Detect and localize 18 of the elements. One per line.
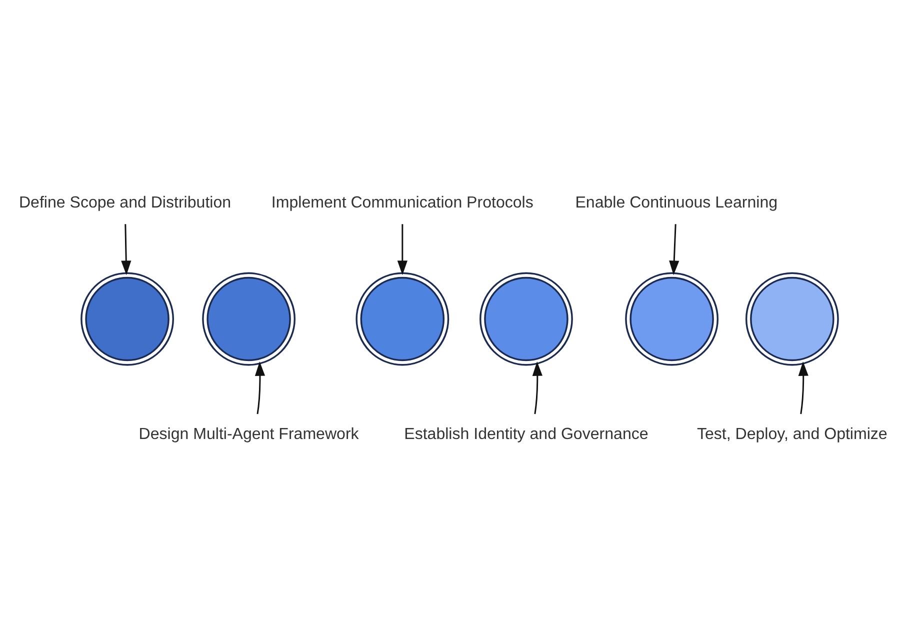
node-text: Establish Identity and Governance — [404, 424, 648, 443]
node-gear — [480, 272, 573, 366]
arrow — [397, 224, 408, 275]
arrow — [798, 360, 808, 414]
node-text: Design Multi-Agent Framework — [138, 424, 359, 443]
node-gear — [356, 272, 450, 366]
arrow — [121, 224, 132, 275]
node-gear — [202, 272, 296, 366]
node-text: Enable Continuous Learning — [575, 192, 778, 211]
node-text: Define Scope and Distribution — [18, 192, 232, 211]
arrow — [532, 360, 542, 414]
node-gear — [745, 272, 839, 366]
node-text: Implement Communication Protocols — [271, 192, 534, 211]
arrow — [669, 224, 680, 275]
node-gear — [80, 272, 174, 366]
node-gear — [625, 272, 719, 366]
arrow — [254, 360, 266, 414]
node-text: Test, Deploy, and Optimize — [696, 424, 888, 443]
